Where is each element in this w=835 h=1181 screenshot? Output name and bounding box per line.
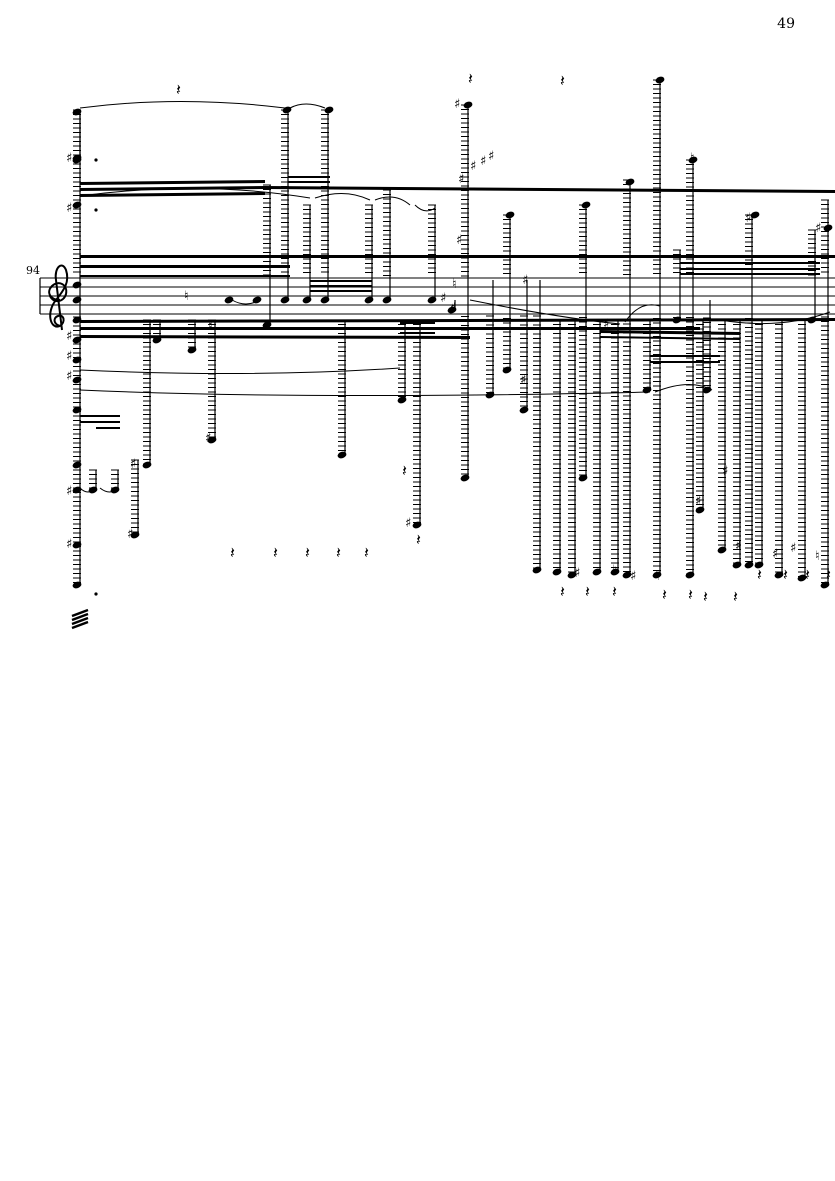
svg-text:♯: ♯	[66, 151, 72, 166]
note-beams	[80, 176, 835, 429]
svg-text:𝄽: 𝄽	[176, 80, 181, 99]
svg-text:♮: ♮	[655, 569, 660, 584]
svg-text:♯: ♯	[205, 431, 211, 446]
svg-text:𝄽: 𝄽	[305, 543, 310, 562]
svg-text:♮: ♮	[815, 549, 820, 564]
svg-text:♯: ♯	[66, 537, 72, 552]
svg-text:♯: ♯	[127, 527, 133, 542]
svg-text:♮: ♮	[208, 319, 213, 334]
svg-text:𝄽: 𝄽	[585, 582, 590, 601]
svg-text:𝄽: 𝄽	[336, 543, 341, 562]
svg-text:♯: ♯	[520, 373, 526, 388]
measure-number: 94	[26, 264, 40, 277]
svg-text:♯: ♯	[458, 172, 464, 187]
svg-text:♯: ♯	[630, 569, 636, 584]
svg-text:♯: ♯	[790, 541, 796, 556]
svg-text:𝄽: 𝄽	[826, 565, 831, 584]
svg-text:𝄽: 𝄽	[273, 543, 278, 562]
svg-text:♯: ♯	[454, 97, 460, 112]
svg-text:𝄽: 𝄽	[757, 565, 762, 584]
svg-text:♯: ♯	[470, 159, 476, 174]
svg-text:♯: ♯	[66, 484, 72, 499]
svg-text:♯: ♯	[722, 464, 728, 479]
svg-text:𝄽: 𝄽	[662, 585, 667, 604]
svg-text:𝄽: 𝄽	[560, 71, 565, 90]
svg-text:𝄽: 𝄽	[703, 587, 708, 606]
svg-text:♯: ♯	[603, 317, 609, 332]
svg-text:♮: ♮	[612, 563, 617, 578]
treble-clef-icon	[48, 264, 69, 331]
svg-text:𝄽: 𝄽	[688, 585, 693, 604]
svg-text:♮: ♮	[690, 151, 695, 166]
svg-text:𝄽: 𝄽	[230, 543, 235, 562]
svg-text:♯: ♯	[574, 566, 580, 581]
svg-text:♯: ♯	[66, 201, 72, 216]
svg-text:♯: ♯	[815, 221, 821, 236]
ledger-line-stacks	[73, 79, 829, 583]
svg-text:♯: ♯	[456, 233, 462, 248]
svg-text:𝄽: 𝄽	[364, 543, 369, 562]
svg-text:♯: ♯	[130, 457, 136, 472]
rests: 𝄽 𝄽 𝄽 𝄽 𝄽 𝄽 𝄽 𝄽 𝄽 𝄽 𝄽 𝄽 𝄽 𝄽 𝄽 𝄽 𝄽 𝄽 𝄽 𝄽 𝄽	[176, 69, 831, 606]
svg-text:♯: ♯	[440, 291, 446, 306]
noteheads	[72, 76, 833, 596]
svg-text:♯: ♯	[695, 494, 701, 509]
svg-text:♯: ♯	[66, 349, 72, 364]
svg-text:𝄽: 𝄽	[783, 565, 788, 584]
svg-text:♯: ♯	[405, 516, 411, 531]
staff	[40, 277, 835, 315]
svg-text:𝄽: 𝄽	[733, 587, 738, 606]
svg-text:𝄽: 𝄽	[402, 461, 407, 480]
svg-text:𝄽: 𝄽	[416, 530, 421, 549]
svg-text:♯: ♯	[450, 301, 456, 316]
note-stems	[71, 80, 829, 630]
svg-text:𝄽: 𝄽	[805, 565, 810, 584]
svg-text:♯: ♯	[745, 211, 751, 226]
svg-text:♯: ♯	[735, 539, 741, 554]
svg-text:𝄽: 𝄽	[560, 582, 565, 601]
svg-text:♯: ♯	[66, 369, 72, 384]
svg-text:♮: ♮	[452, 277, 457, 292]
svg-text:♯: ♯	[522, 273, 528, 288]
svg-text:𝄽: 𝄽	[612, 582, 617, 601]
ties-and-slurs	[79, 101, 831, 493]
accidentals: ♯ ♯ ♯ ♯ ♯ ♯ ♯ ♯ ♯ ♯ ♯ ♯ ♯ ♯ ♯ ♯ ♯ ♯ ♯ ♯ ♯ ♮ ♮ ♮ ♮ ♯ ♮ ♯ ♮ ♯ ♯ ♯ ♯ ♯ ♯ ♯ ♮ ♯	[66, 97, 821, 584]
svg-text:♮: ♮	[184, 289, 189, 304]
svg-text:♯: ♯	[480, 154, 486, 169]
page-number: 49	[777, 16, 795, 32]
svg-text:♯: ♯	[488, 149, 494, 164]
svg-text:♯: ♯	[66, 329, 72, 344]
svg-text:𝄽: 𝄽	[468, 69, 473, 88]
svg-text:♯: ♯	[772, 547, 778, 562]
